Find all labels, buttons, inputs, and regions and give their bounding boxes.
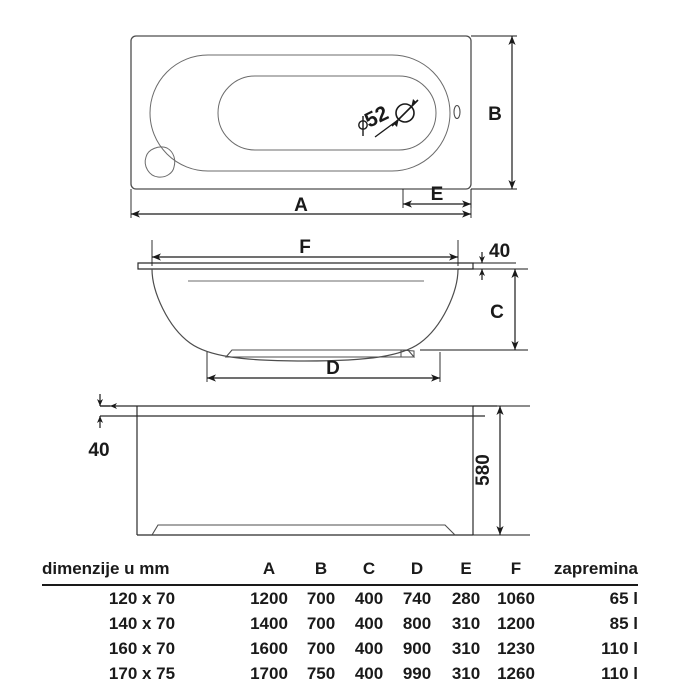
cell-a: 1600 <box>250 639 288 658</box>
top-view-group: 52 A E B <box>130 35 517 218</box>
cell-d: 990 <box>402 664 432 683</box>
dim-label-overall-height: 580 <box>473 454 494 486</box>
top-view-overflow-hole <box>453 104 461 120</box>
cell-b: 700 <box>306 589 336 608</box>
section-tub-body <box>151 268 459 362</box>
section-rim-slab <box>137 262 474 270</box>
cell-size-label: 170 x 75 <box>108 664 176 683</box>
cell-volume: 65 l <box>609 589 638 608</box>
header-col-d: D <box>392 556 442 586</box>
side-view-group: 40 580 <box>88 394 530 536</box>
cell-volume: 85 l <box>609 614 638 633</box>
cell-a: 1700 <box>250 664 288 683</box>
header-col-f: F <box>490 556 542 586</box>
cell-a: 1200 <box>250 589 288 608</box>
dim-label-rim-thickness: 40 <box>489 241 510 262</box>
drain-leader-line <box>374 119 399 138</box>
cell-b: 750 <box>306 664 336 683</box>
cell-b: 700 <box>306 614 336 633</box>
cell-volume: 110 l <box>601 639 638 658</box>
dim-label-c: C <box>490 302 504 323</box>
section-view-group: F 40 C D <box>137 237 528 382</box>
cell-c: 400 <box>354 614 384 633</box>
bathtub-drawing-svg: 52 A E B <box>88 35 530 536</box>
cell-c: 400 <box>354 589 384 608</box>
cell-f: 1260 <box>497 664 535 683</box>
cell-e: 280 <box>451 589 481 608</box>
top-view-basin-outline <box>149 54 451 172</box>
diameter-glyph <box>358 116 368 136</box>
cell-size-label: 160 x 70 <box>108 639 176 658</box>
dim-label-d: D <box>326 358 340 379</box>
dim-label-b: B <box>488 104 502 125</box>
header-col-b: B <box>296 556 346 586</box>
dim-label-f: F <box>299 237 311 258</box>
header-col-volume: zapremina <box>542 556 638 586</box>
cell-d: 800 <box>402 614 432 633</box>
dim-label-e: E <box>431 184 444 205</box>
cell-f: 1230 <box>497 639 535 658</box>
dimensions-table: dimenzije u mm A B C D E F zapremina 120… <box>42 556 638 686</box>
cell-e: 310 <box>451 614 481 633</box>
table-row: 160 x 70 1600 700 400 900 310 1230 110 l <box>42 636 638 661</box>
top-view-armrest-shape <box>144 146 176 178</box>
cell-size-label: 120 x 70 <box>108 589 176 608</box>
top-view-basin-floor <box>217 75 437 151</box>
cell-a: 1400 <box>250 614 288 633</box>
cell-d: 900 <box>402 639 432 658</box>
cell-volume: 110 l <box>601 664 638 683</box>
drain-symbol <box>391 99 419 127</box>
table-row: 120 x 70 1200 700 400 740 280 1060 65 l <box>42 585 638 611</box>
top-view-outer-rim <box>130 35 472 190</box>
section-foot-right <box>400 349 415 358</box>
cell-f: 1060 <box>497 589 535 608</box>
header-col-e: E <box>442 556 490 586</box>
cell-e: 310 <box>451 639 481 658</box>
table-header-row: dimenzije u mm A B C D E F zapremina <box>42 556 638 586</box>
side-base-plinth <box>151 524 456 536</box>
header-col-c: C <box>346 556 392 586</box>
cell-b: 700 <box>306 639 336 658</box>
dim-label-a: A <box>294 195 308 216</box>
table-row: 170 x 75 1700 750 400 990 310 1260 110 l <box>42 661 638 686</box>
cell-size-label: 140 x 70 <box>108 614 176 633</box>
cell-d: 740 <box>402 589 432 608</box>
table-row: 140 x 70 1400 700 400 800 310 1200 85 l <box>42 611 638 636</box>
cell-c: 400 <box>354 664 384 683</box>
cell-f: 1200 <box>497 614 535 633</box>
header-col-a: A <box>242 556 296 586</box>
table-body: 120 x 70 1200 700 400 740 280 1060 65 l … <box>42 585 638 686</box>
cell-e: 310 <box>451 664 481 683</box>
header-dimensions-label: dimenzije u mm <box>42 556 242 586</box>
dim-label-side-thickness: 40 <box>88 440 109 461</box>
cell-c: 400 <box>354 639 384 658</box>
